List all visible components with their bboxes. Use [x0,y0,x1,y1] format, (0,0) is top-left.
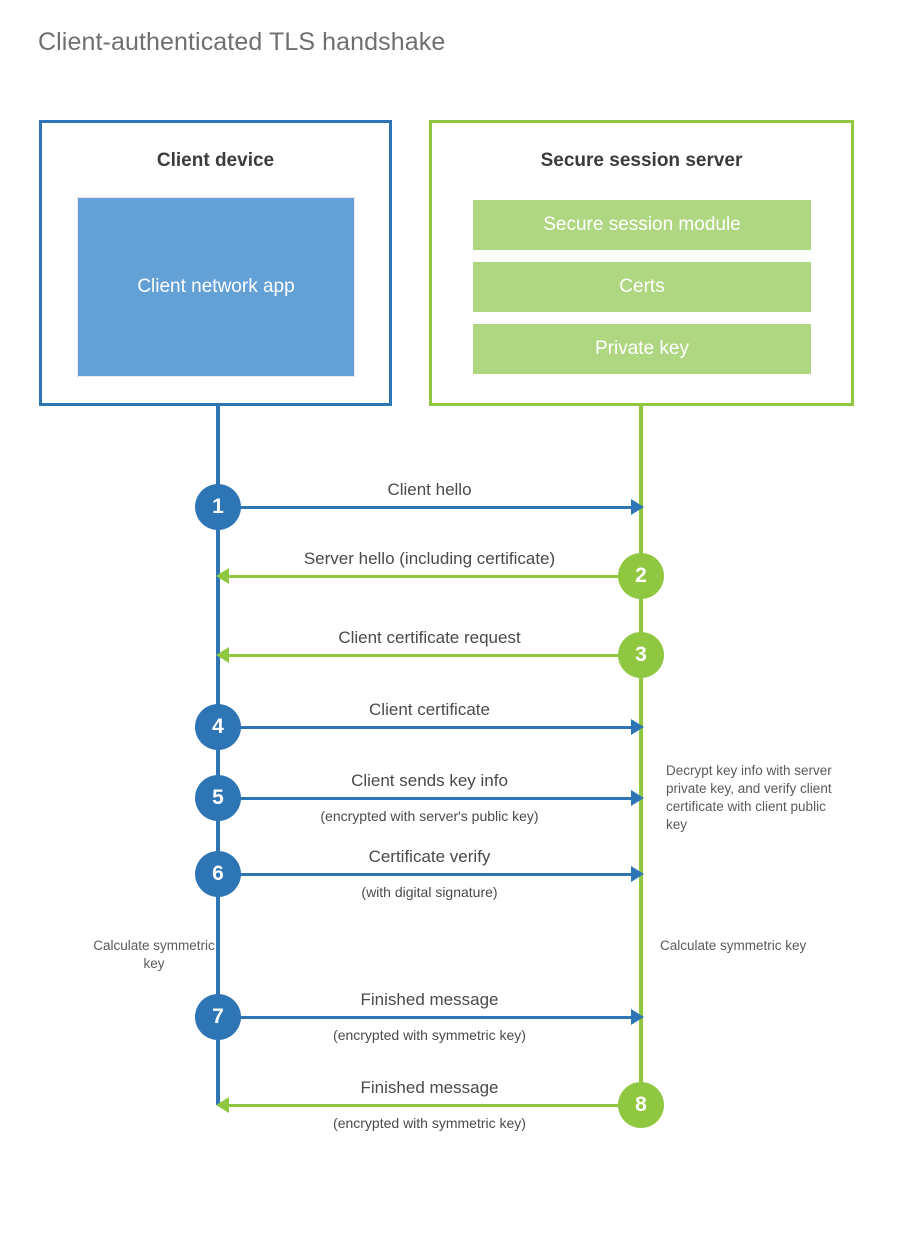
note-calculate-symmetric-key-server: Calculate symmetric key [660,938,807,953]
message-arrow-line [218,1016,631,1019]
step-circle-3[interactable]: 3 [618,632,664,678]
step-circle-1[interactable]: 1 [195,484,241,530]
server-lifeline [639,403,643,1105]
message-sublabel-5: (encrypted with server's public key) [320,808,539,824]
note-calculate-symmetric-key-client: Calculate symmetric key [93,938,215,971]
page-title: Client-authenticated TLS handshake [38,28,446,56]
server-block-certs: Certs [473,262,811,312]
message-arrow-head [631,1009,644,1025]
message-label-7: Finished message [360,990,499,1009]
message-arrow-head [631,499,644,515]
message-label-6: Certificate verify [368,847,491,866]
message-label-3: Client certificate request [338,628,521,647]
message-arrow-head [631,866,644,882]
message-arrow-line [218,506,631,509]
message-arrow-line [228,1104,641,1107]
message-label-4: Client certificate [369,700,490,719]
message-label-1: Client hello [387,480,472,499]
message-arrow-line [228,575,641,578]
client-lifeline [216,403,220,1105]
message-sublabel-6: (with digital signature) [361,884,498,900]
message-sublabel-8: (encrypted with symmetric key) [333,1115,526,1131]
message-arrow-line [218,873,631,876]
step-circle-8[interactable]: 8 [618,1082,664,1128]
message-arrow-line [228,654,641,657]
note-decrypt-key-info: Decrypt key info with server private key… [666,763,832,832]
message-label-2: Server hello (including certificate) [303,549,556,568]
step-circle-4[interactable]: 4 [195,704,241,750]
secure-session-server-title: Secure session server [540,150,743,171]
message-sublabel-7: (encrypted with symmetric key) [333,1027,526,1043]
step-circle-6[interactable]: 6 [195,851,241,897]
message-arrow-line [218,726,631,729]
step-circle-2[interactable]: 2 [618,553,664,599]
server-block-private-key: Private key [473,324,811,374]
message-arrow-head [216,1097,229,1113]
message-arrow-head [631,790,644,806]
message-arrow-head [216,647,229,663]
message-arrow-head [631,719,644,735]
client-device-box: Client device Client network app [39,120,392,406]
server-block-secure-session-module: Secure session module [473,200,811,250]
step-circle-5[interactable]: 5 [195,775,241,821]
message-label-8: Finished message [360,1078,499,1097]
message-arrow-head [216,568,229,584]
client-network-app-block: Client network app [77,197,355,377]
client-device-title: Client device [156,150,275,171]
secure-session-server-box: Secure session server Secure session mod… [429,120,854,406]
message-label-5: Client sends key info [351,771,508,790]
step-circle-7[interactable]: 7 [195,994,241,1040]
message-arrow-line [218,797,631,800]
